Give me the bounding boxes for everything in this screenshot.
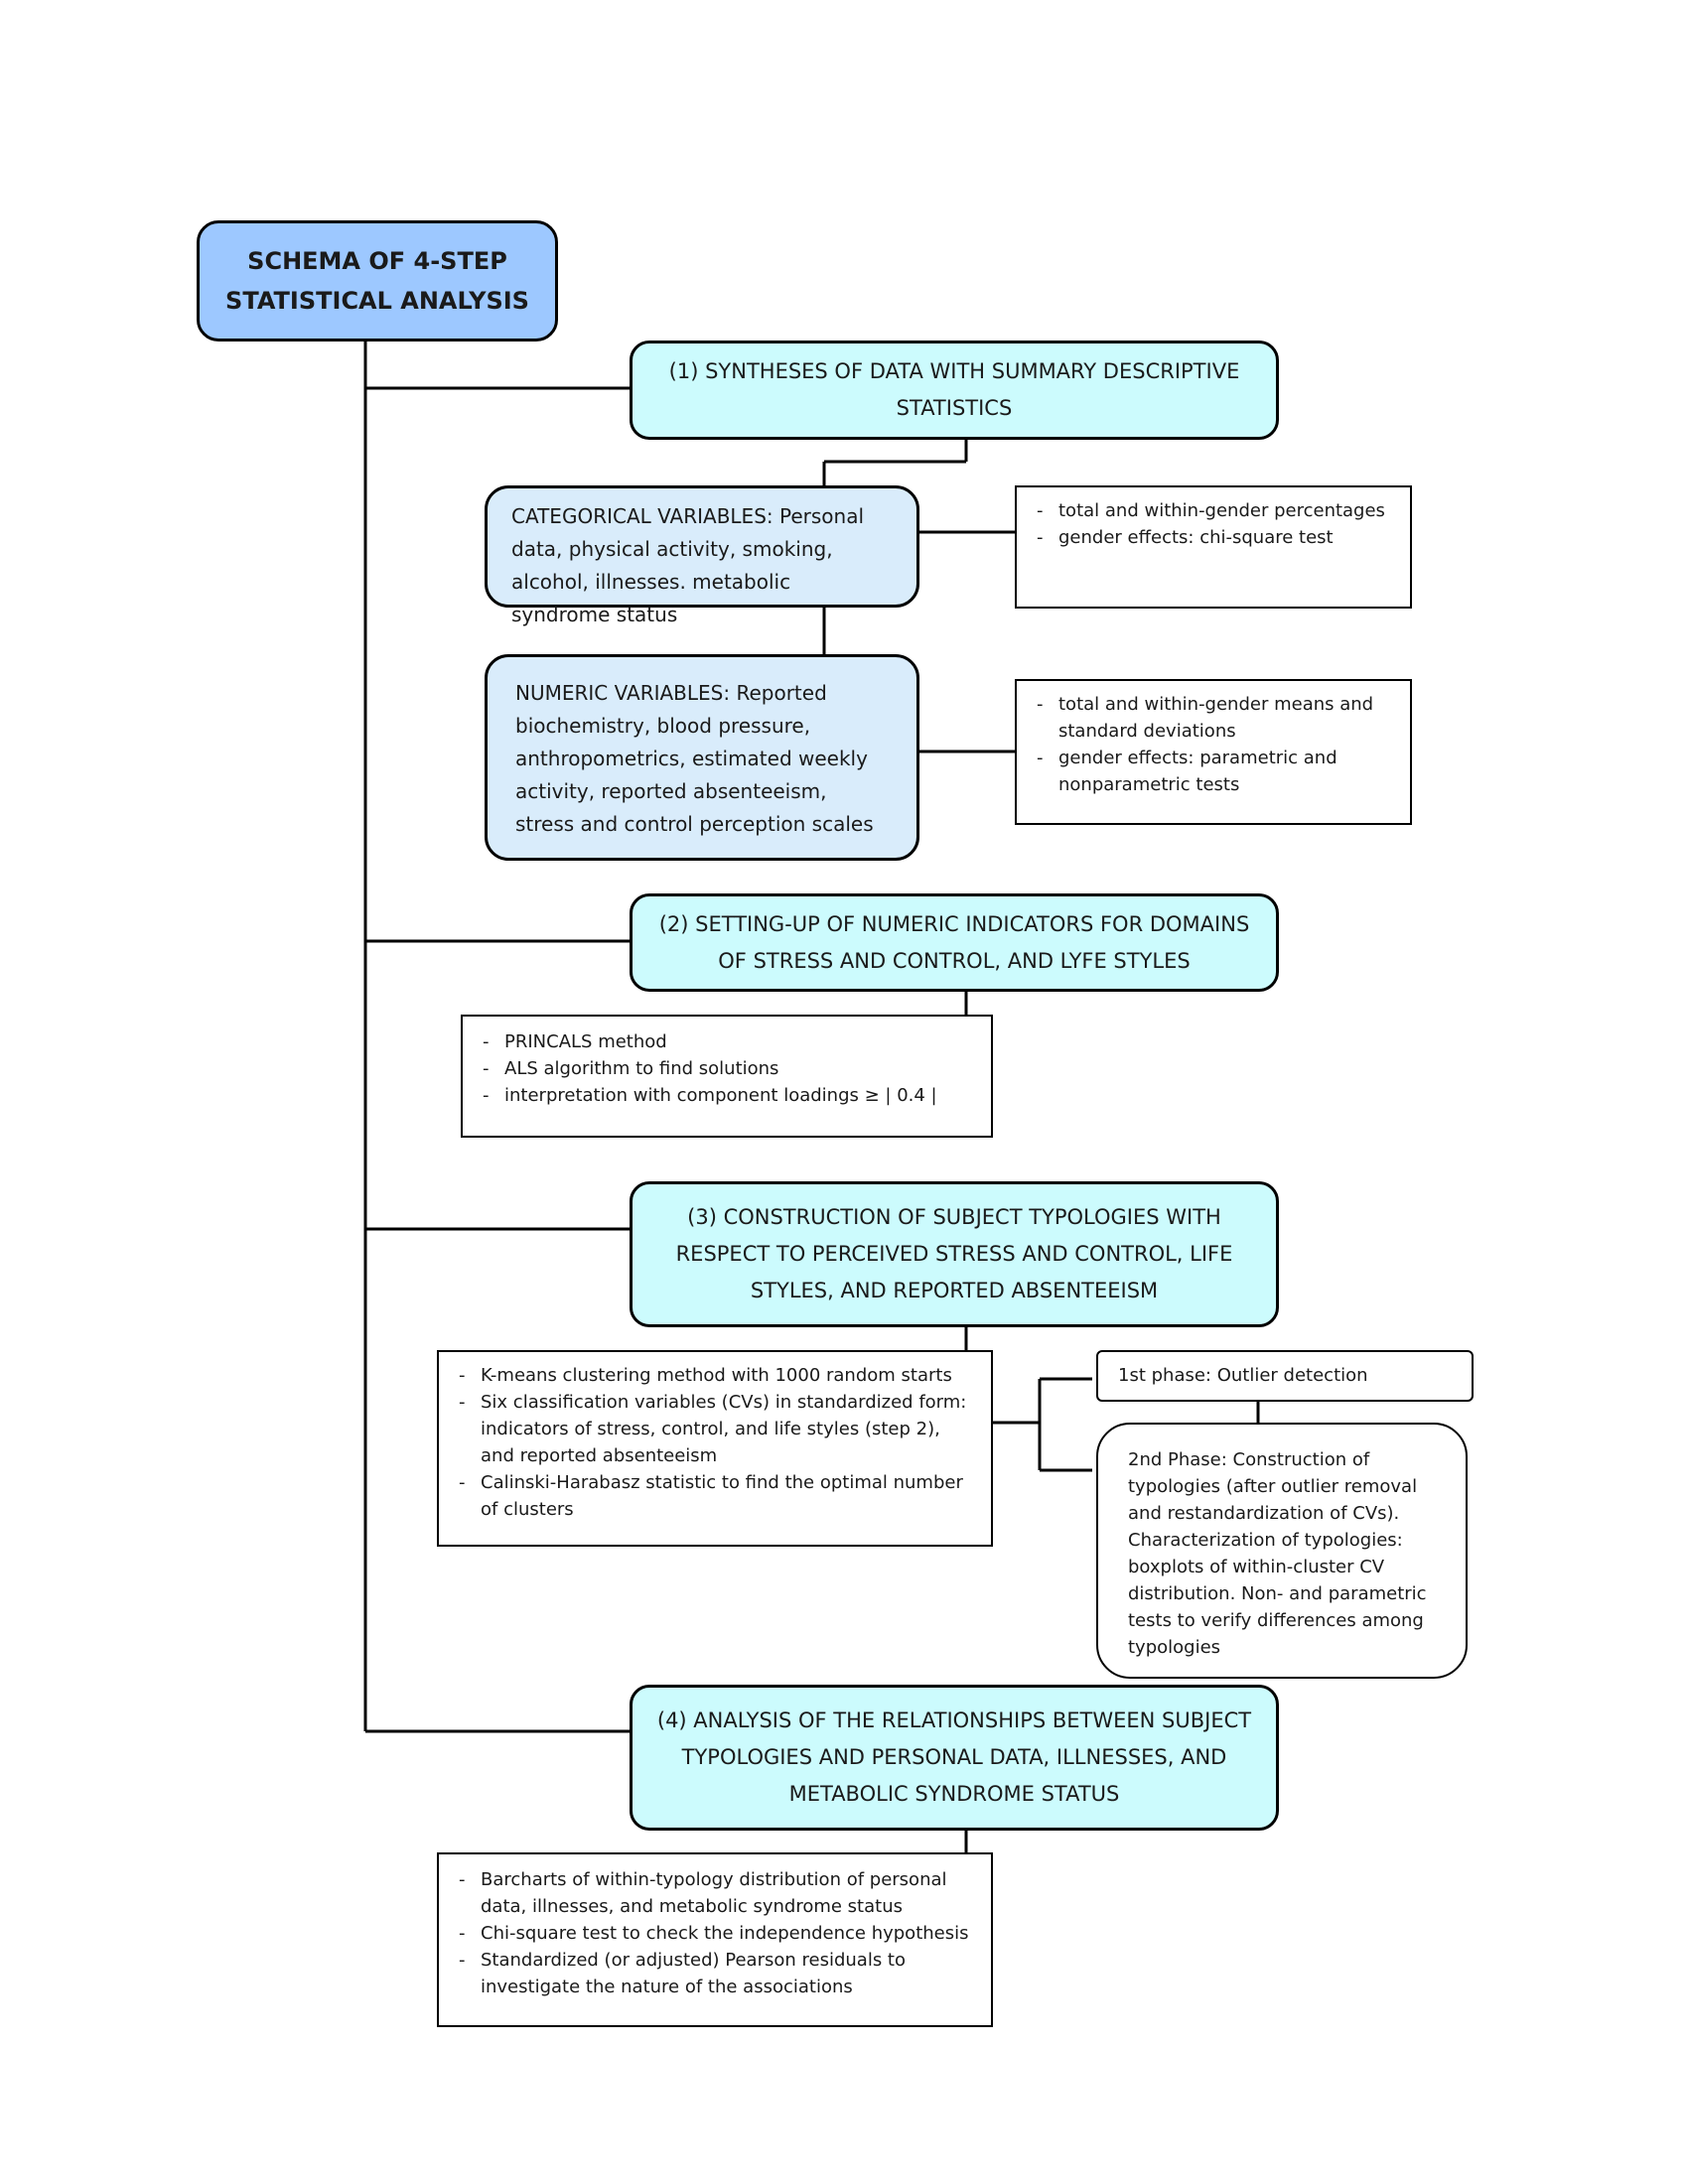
step-4-note-2: Chi-square test to check the independenc… — [457, 1920, 973, 1947]
phase-2-box: 2nd Phase: Construction of typologies (a… — [1096, 1423, 1468, 1679]
phase-1-label: 1st phase: Outlier detection — [1118, 1365, 1368, 1386]
step-3-note-1: K-means clustering method with 1000 rand… — [457, 1362, 973, 1389]
categorical-note-1: total and within-gender percentages — [1035, 497, 1392, 524]
step-3-note-3: Calinski-Harabasz statistic to find the … — [457, 1469, 973, 1523]
numeric-text: Reported biochemistry, blood pressure, a… — [515, 681, 874, 836]
categorical-notes-box: total and within-gender percentages gend… — [1015, 485, 1412, 609]
step-4-note-1: Barcharts of within-typology distributio… — [457, 1866, 973, 1920]
step-2-notes-box: PRINCALS method ALS algorithm to find so… — [461, 1015, 993, 1138]
numeric-heading: NUMERIC VARIABLES: — [515, 681, 731, 705]
title-line-2: STATISTICAL ANALYSIS — [225, 287, 529, 315]
phase-2-label: 2nd Phase: Construction of typologies (a… — [1128, 1449, 1427, 1658]
step-3-label: (3) CONSTRUCTION OF SUBJECT TYPOLOGIES W… — [675, 1205, 1233, 1302]
categorical-text: Personal data, physical activity, smokin… — [511, 504, 865, 626]
title-line-1: SCHEMA OF 4-STEP — [247, 247, 507, 275]
step-4-label: (4) ANALYSIS OF THE RELATIONSHIPS BETWEE… — [656, 1708, 1252, 1806]
step-1-label: (1) SYNTHESES OF DATA WITH SUMMARY DESCR… — [668, 359, 1240, 420]
numeric-note-1: total and within-gender means and standa… — [1035, 691, 1392, 745]
categorical-variables-box: CATEGORICAL VARIABLES: Personal data, ph… — [485, 485, 919, 626]
step-2-note-3: interpretation with component loadings ≥… — [481, 1082, 973, 1109]
step-3-note-2: Six classification variables (CVs) in st… — [457, 1389, 973, 1469]
numeric-variables-box: NUMERIC VARIABLES: Reported biochemistry… — [485, 654, 919, 861]
step-4-note-3: Standardized (or adjusted) Pearson resid… — [457, 1947, 973, 2000]
categorical-heading: CATEGORICAL VARIABLES: — [511, 504, 774, 528]
step-2-note-1: PRINCALS method — [481, 1028, 973, 1055]
step-2-box: (2) SETTING-UP OF NUMERIC INDICATORS FOR… — [630, 893, 1279, 992]
numeric-note-2: gender effects: parametric and nonparame… — [1035, 745, 1392, 798]
step-1-box: (1) SYNTHESES OF DATA WITH SUMMARY DESCR… — [630, 341, 1279, 440]
numeric-notes-box: total and within-gender means and standa… — [1015, 679, 1412, 825]
step-4-box: (4) ANALYSIS OF THE RELATIONSHIPS BETWEE… — [630, 1685, 1279, 1831]
step-4-notes-box: Barcharts of within-typology distributio… — [437, 1852, 993, 2027]
step-2-note-2: ALS algorithm to find solutions — [481, 1055, 973, 1082]
step-2-label: (2) SETTING-UP OF NUMERIC INDICATORS FOR… — [658, 911, 1250, 973]
diagram-title-box: SCHEMA OF 4-STEP STATISTICAL ANALYSIS — [197, 220, 558, 341]
step-3-notes-box: K-means clustering method with 1000 rand… — [437, 1350, 993, 1547]
phase-1-box: 1st phase: Outlier detection — [1096, 1350, 1474, 1402]
step-3-box: (3) CONSTRUCTION OF SUBJECT TYPOLOGIES W… — [630, 1181, 1279, 1327]
categorical-note-2: gender effects: chi-square test — [1035, 524, 1392, 551]
